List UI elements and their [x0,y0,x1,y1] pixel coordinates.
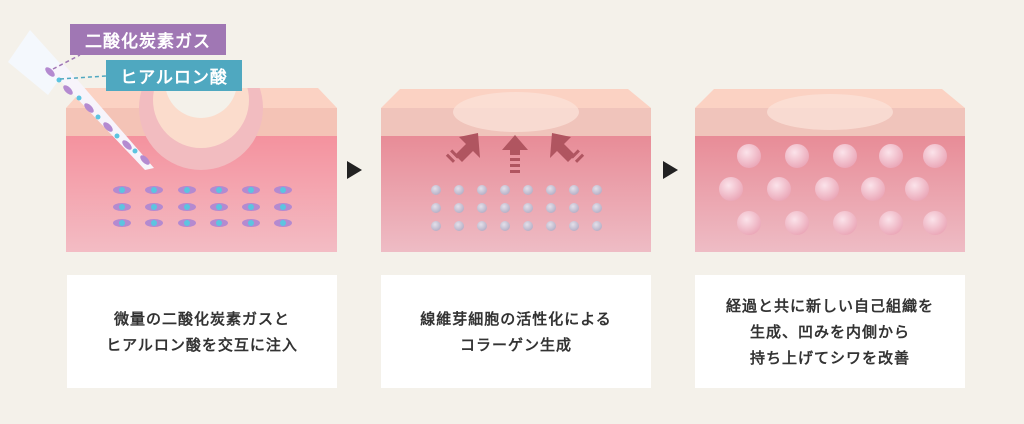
step-2-description: 線維芽細胞の活性化によるコラーゲン生成 [381,275,651,388]
step-text-line: ヒアルロン酸を交互に注入 [106,335,298,354]
step-arrow-icon [663,161,678,179]
collagen-bubbles [719,144,947,235]
step-text-line: 生成、凹みを内側から [749,322,910,341]
step-text-line: 微量の二酸化炭素ガスと [113,309,290,328]
skin-panel-2 [381,89,651,252]
syringe-icon [8,30,154,170]
co2-label: 二酸化炭素ガス [70,24,226,55]
step-3-description: 経過と共に新しい自己組織を生成、凹みを内側から持ち上げてシワを改善 [695,275,965,388]
step-arrow-icon [347,161,362,179]
step-text-line: 経過と共に新しい自己組織を [725,296,934,315]
fibroblast-cells [431,185,602,231]
step-text-line: コラーゲン生成 [459,335,572,354]
step-text-line: 線維芽細胞の活性化による [420,309,612,328]
injected-cells [113,186,292,227]
step-1-description: 微量の二酸化炭素ガスとヒアルロン酸を交互に注入 [67,275,337,388]
hyaluronic-acid-label: ヒアルロン酸 [106,60,242,91]
skin-panel-3 [695,89,965,252]
arrow-up-icon [445,133,585,173]
step-text-line: 持ち上げてシワを改善 [749,348,910,367]
